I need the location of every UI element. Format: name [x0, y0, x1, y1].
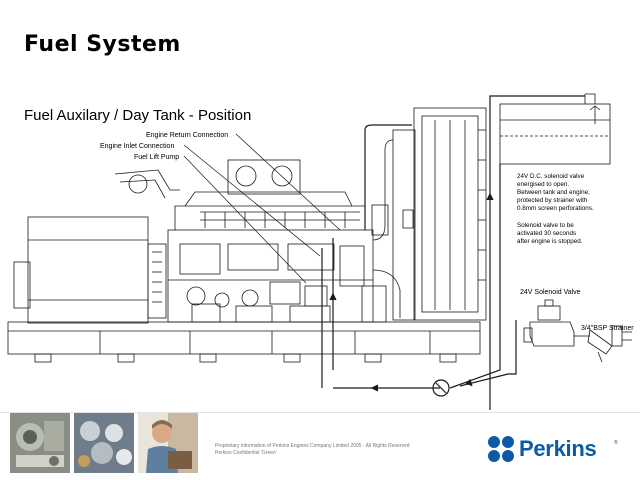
perkins-wordmark: Perkins	[519, 436, 597, 461]
note-solenoid-timing-2: activated 30 seconds	[517, 230, 576, 237]
day-tank	[499, 93, 611, 165]
solenoid-valve-detail	[523, 299, 632, 363]
note-solenoid-timing-3: after engine is stopped.	[517, 238, 583, 245]
note-solenoid-open-5: 0.8mm screen perforations.	[517, 205, 594, 212]
label-fuel-lift-pump: Fuel Lift Pump	[134, 154, 179, 161]
slide-subtitle: Fuel Auxilary / Day Tank - Position	[24, 107, 252, 124]
slide-title: Fuel System	[24, 32, 181, 57]
label-engine-return: Engine Return Connection	[146, 132, 228, 139]
radiator	[361, 107, 487, 323]
perkins-emblem-icon	[488, 436, 514, 462]
footer-divider	[0, 412, 640, 413]
callout-leaders	[183, 133, 341, 284]
footer-photo-engine-parts	[10, 413, 70, 473]
footer-photo-components	[74, 413, 134, 473]
note-solenoid-open-2: energised to open.	[517, 181, 569, 188]
footer-photo-engineer	[138, 413, 198, 473]
legal-line-1: Proprietary information of Perkins Engin…	[215, 443, 410, 449]
registered-mark: ®	[614, 440, 618, 446]
perkins-logo: Perkins ®	[486, 433, 626, 465]
label-engine-inlet: Engine Inlet Connection	[100, 143, 174, 150]
note-solenoid-open-4: protected by strainer with	[517, 197, 588, 204]
legal-line-2: Perkins Confidential 'Green'	[215, 450, 277, 456]
legal-notice: Proprietary information of Perkins Engin…	[215, 443, 410, 457]
fuel-pipework	[321, 95, 585, 410]
fuel-system-diagram: Engine Return Connection Engine Inlet Co…	[7, 93, 634, 410]
label-strainer: 3/4"BSP Strainer	[581, 325, 634, 332]
label-solenoid-valve: 24V Solenoid Valve	[520, 289, 581, 296]
engine	[114, 159, 374, 323]
note-solenoid-open-3: Between tank and engine,	[517, 189, 590, 196]
note-solenoid-open-1: 24V D.C. solenoid valve	[517, 173, 585, 180]
alternator	[13, 216, 167, 324]
skid-base	[7, 321, 481, 363]
note-solenoid-timing-1: Solenoid valve to be	[517, 222, 574, 229]
